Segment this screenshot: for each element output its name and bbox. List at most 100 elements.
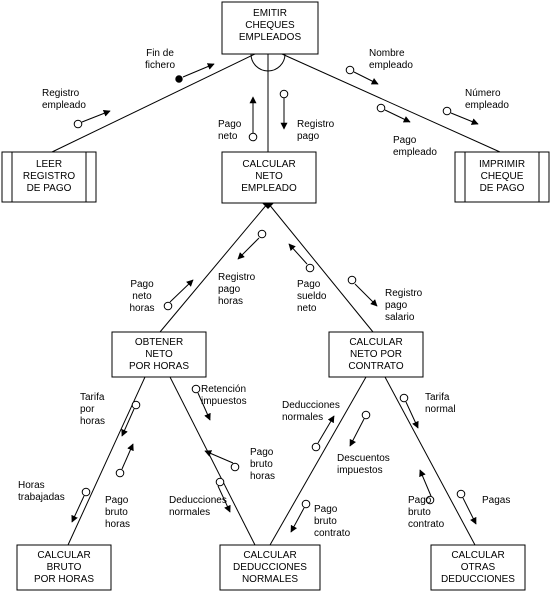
label-line: Pago (297, 279, 321, 290)
label-line: fichero (145, 60, 175, 71)
edge-contrato-otras (384, 376, 476, 546)
couple-deducciones-normales-right (311, 415, 335, 452)
label-line: bruto (105, 507, 128, 518)
module-emitir-cheques[interactable]: EMITIR CHEQUES EMPLEADOS (221, 1, 319, 55)
label-line: neto (218, 131, 238, 142)
module-line: DE PAGO (480, 183, 525, 194)
label-line: bruto (408, 507, 431, 518)
label-deducciones-normales-left: Deducciones normales (169, 495, 227, 518)
label-line: contrato (408, 519, 445, 530)
couple-pago-bruto-horas-lower (115, 443, 134, 478)
label-line: neto (297, 303, 317, 314)
module-line: EMITIR (253, 8, 287, 19)
couple-descuentos-impuestos (349, 410, 371, 447)
module-line: DE PAGO (27, 183, 72, 194)
module-line: DEDUCCIONES (233, 562, 307, 573)
module-calcular-otras-deducciones[interactable]: CALCULAR OTRAS DEDUCCIONES (430, 544, 526, 591)
label-line: Horas (18, 480, 45, 491)
label-line: Registro (42, 88, 80, 99)
couple-registro-pago-salario (347, 275, 378, 307)
couple-pago-bruto-horas-upper (204, 450, 240, 472)
label-pago-empleado: Pago empleado (393, 135, 437, 158)
label-pago-bruto-contrato-right: Pago bruto contrato (408, 495, 445, 530)
couple-retencion-impuestos (191, 384, 211, 421)
couple-registro-empleado (73, 110, 111, 129)
label-line: Pago (408, 495, 432, 506)
edge-obtener-deducciones (169, 376, 256, 546)
module-calcular-neto-contrato[interactable]: CALCULAR NETO POR CONTRATO (328, 331, 424, 378)
label-pago-neto: Pago neto (218, 119, 242, 142)
label-line: horas (80, 416, 105, 427)
label-tarifa-normal: Tarifa normal (425, 392, 456, 415)
label-descuentos-impuestos: Descuentos impuestos (337, 453, 390, 476)
label-line: Tarifa (80, 392, 105, 403)
module-line: CHEQUE (481, 171, 524, 182)
module-line: POR HORAS (129, 361, 189, 372)
couple-labels: Fin de fichero Registro empleado Nombre … (18, 48, 510, 539)
label-fin-fichero: Fin de fichero (145, 48, 175, 71)
label-pago-bruto-contrato-mid: Pago bruto contrato (314, 504, 351, 539)
label-registro-pago: Registro pago (297, 119, 335, 142)
label-line: Pago (218, 119, 242, 130)
label-line: Pago (105, 495, 129, 506)
module-calcular-neto-empleado[interactable]: CALCULAR NETO EMPLEADO (221, 151, 317, 204)
label-line: sueldo (297, 291, 327, 302)
couple-pagas (456, 489, 477, 525)
label-pago-bruto-horas-upper: Pago bruto horas (250, 447, 275, 482)
label-line: Pago (393, 135, 417, 146)
label-line: bruto (314, 516, 337, 527)
module-obtener-neto-horas[interactable]: OBTENER NETO POR HORAS (111, 331, 207, 378)
label-line: empleado (465, 100, 509, 111)
module-line: BRUTO (47, 562, 82, 573)
module-line: CALCULAR (349, 337, 402, 348)
edge-contrato-deducciones (269, 376, 367, 546)
label-line: salario (385, 312, 415, 323)
module-imprimir-cheque[interactable]: IMPRIMIR CHEQUE DE PAGO (454, 151, 550, 203)
edge-emitir-leer (51, 53, 256, 153)
label-pago-neto-horas: Pago neto horas (129, 279, 154, 314)
label-line: Deducciones (282, 400, 340, 411)
label-line: normal (425, 404, 456, 415)
label-retencion-impuestos: Retención impuestos (201, 384, 247, 407)
label-line: horas (129, 303, 154, 314)
label-line: bruto (250, 459, 273, 470)
label-line: contrato (314, 528, 351, 539)
couples (71, 63, 479, 533)
label-line: horas (250, 471, 275, 482)
label-pagas: Pagas (482, 495, 510, 506)
module-line: NETO (255, 171, 283, 182)
label-line: neto (132, 291, 152, 302)
label-line: Retención (201, 384, 246, 395)
module-line: OTRAS (461, 562, 496, 573)
edge-emitir-imprimir (281, 53, 501, 153)
couple-pago-sueldo-neto (288, 243, 315, 273)
label-line: pago (385, 300, 408, 311)
label-line: Registro (297, 119, 335, 130)
couple-fin-fichero (175, 63, 215, 83)
module-line: DEDUCCIONES (441, 574, 515, 585)
module-line: CONTRATO (348, 361, 403, 372)
label-pago-bruto-horas-lower: Pago bruto horas (105, 495, 130, 530)
couple-horas-trabajadas (71, 487, 91, 523)
label-deducciones-normales-right: Deducciones normales (282, 400, 340, 423)
module-leer-registro[interactable]: LEER REGISTRO DE PAGO (1, 151, 97, 203)
label-registro-pago-horas: Registro pago horas (218, 272, 256, 307)
label-nombre-empleado: Nombre empleado (369, 48, 413, 71)
label-line: Fin de (146, 48, 174, 59)
label-numero-empleado: Número empleado (465, 88, 509, 111)
module-line: CALCULAR (451, 550, 504, 561)
module-calcular-deducciones-normales[interactable]: CALCULAR DEDUCCIONES NORMALES (219, 544, 321, 591)
module-line: CALCULAR (243, 550, 296, 561)
label-line: Tarifa (425, 392, 450, 403)
label-line: Pago (314, 504, 338, 515)
label-line: Registro (218, 272, 256, 283)
label-line: Descuentos (337, 453, 390, 464)
couple-tarifa-por-horas (121, 400, 141, 437)
couple-deducciones-normales-left (215, 477, 231, 513)
label-line: Registro (385, 288, 423, 299)
module-line: OBTENER (135, 337, 183, 348)
label-pago-sueldo-neto: Pago sueldo neto (297, 279, 327, 314)
module-calcular-bruto-horas[interactable]: CALCULAR BRUTO POR HORAS (16, 544, 112, 591)
label-line: pago (218, 284, 241, 295)
